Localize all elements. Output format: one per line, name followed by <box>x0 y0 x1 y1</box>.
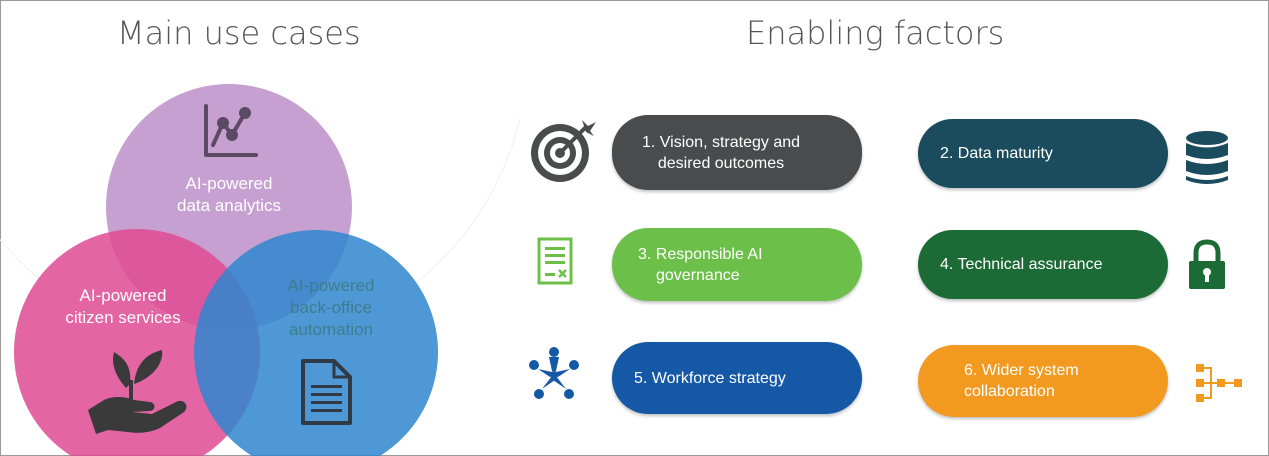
factor-2-line1: 2. Data maturity <box>940 145 1053 162</box>
venn-label-analytics: AI-powered data analytics <box>166 173 292 217</box>
venn-label-analytics-line1: AI-powered <box>185 174 273 193</box>
venn-label-backoffice-line3: automation <box>288 320 374 339</box>
factor-4-pill: 4. Technical assurance <box>918 230 1168 299</box>
venn-circle-citizen <box>14 229 260 456</box>
factor-6-line1: 6. Wider system <box>964 362 1079 379</box>
target-icon <box>531 120 596 182</box>
factor-3-line1: 3. Responsible AI <box>638 245 763 263</box>
venn-label-citizen-line2: citizen services <box>65 308 181 327</box>
factor-1-line2: desired outcomes <box>657 154 785 172</box>
venn-label-backoffice-line1: AI-powered <box>287 276 375 295</box>
factor-2-pill: 2. Data maturity <box>918 119 1168 188</box>
factor-3-pill: 3. Responsible AI governance <box>612 228 862 301</box>
network-hierarchy-icon <box>1196 364 1242 402</box>
document-icon <box>301 359 352 425</box>
venn-label-citizen-line1: AI-powered <box>79 286 167 305</box>
venn-label-backoffice: AI-powered back-office automation <box>268 275 394 341</box>
factor-6-pill: 6. Wider system collaboration <box>918 345 1168 417</box>
database-icon <box>1186 131 1228 184</box>
venn-label-citizen: AI-powered citizen services <box>54 285 192 329</box>
venn-circle-backoffice <box>194 230 438 456</box>
factor-4-line1: 4. Technical assurance <box>940 256 1103 273</box>
team-collaboration-icon <box>529 347 579 399</box>
line-chart-icon <box>204 104 258 157</box>
padlock-icon <box>1189 239 1225 289</box>
venn-label-analytics-line2: data analytics <box>177 196 281 215</box>
document-checklist-icon <box>537 237 573 285</box>
venn-diagram <box>0 84 520 456</box>
factor-1-pill: 1. Vision, strategy and desired outcomes <box>612 115 862 190</box>
main-use-cases-title: Main use cases <box>117 14 361 52</box>
hand-plant-icon <box>88 350 187 434</box>
venn-label-backoffice-line2: back-office <box>290 298 372 317</box>
factor-5-line1: 5. Workforce strategy <box>634 369 786 387</box>
factor-3-line2: governance <box>656 266 740 284</box>
enabling-factors-title: Enabling factors <box>746 14 1005 52</box>
factor-5-pill: 5. Workforce strategy <box>612 342 862 414</box>
factor-6-line2: collaboration <box>964 383 1055 400</box>
factor-1-line1: 1. Vision, strategy and <box>642 133 801 151</box>
